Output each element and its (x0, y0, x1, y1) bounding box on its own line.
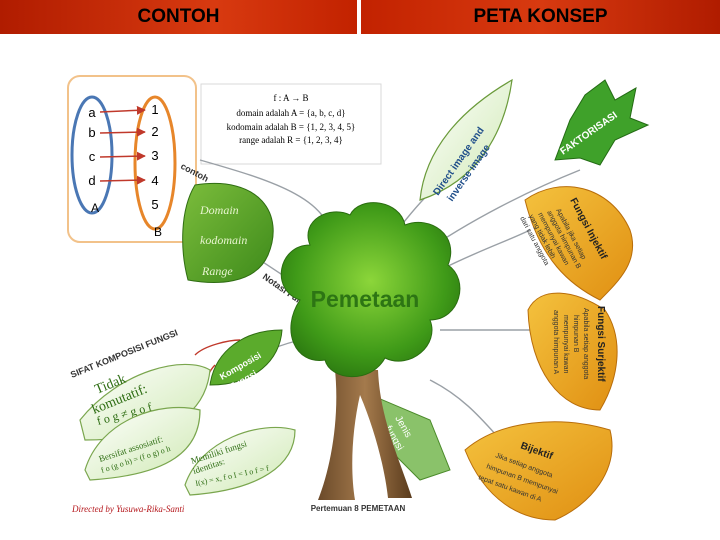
domain-set-oval (70, 95, 114, 215)
header-right-title: PETA KONSEP (361, 0, 720, 34)
domain-item: d (88, 173, 95, 188)
leaf-notasi-text: kodomain (200, 233, 247, 247)
codomain-item: 5 (151, 197, 158, 212)
header-separator (357, 0, 361, 34)
leaf-notasi-text: Range (201, 264, 233, 278)
surjektif-text: Apabila setiap anggota (582, 308, 589, 379)
definition-line: domain adalah A = {a, b, c, d} (236, 108, 345, 118)
codomain-item: 4 (151, 173, 158, 188)
definition-box: f : A → B domain adalah A = {a, b, c, d}… (200, 83, 382, 165)
surjektif-text: mempunyai kawan (562, 315, 569, 373)
tree-trunk (318, 370, 412, 500)
leaf-sifat-identitas: Memiliki fungsi identitas: I(x) = x, f o… (184, 426, 296, 496)
header-left-title: CONTOH (0, 0, 357, 34)
tree-illustration: Pemetaan (280, 202, 461, 500)
codomain-item: 3 (151, 148, 158, 163)
arrow-diagram: a b c d A 1 2 3 4 5 B (67, 75, 197, 243)
definition-line: f : A → B (273, 93, 308, 103)
surjektif-title: Fungsi Surjektif (595, 306, 606, 382)
domain-item: a (88, 105, 96, 120)
leaf-sifat-assosiatif: Bersifat assosiatif: f o (g o h) = (f o … (84, 406, 201, 481)
footer-credit: Directed by Yusuwa-Rika-Santi (71, 504, 185, 514)
center-label: Pemetaan (311, 286, 420, 312)
codomain-label: B (154, 225, 162, 239)
footer-title: Pertemuan 8 PEMETAAN (311, 504, 406, 513)
surjektif-text: anggota himpunan A (552, 310, 559, 375)
codomain-item: 2 (151, 124, 158, 139)
leaf-notasi-text: Domain (199, 203, 239, 217)
tree-crown (280, 202, 461, 378)
definition-line: range adalah R = {1, 2, 3, 4} (239, 135, 343, 145)
leaf-faktorisasi: FAKTORISASI (554, 79, 650, 166)
leaf-surjektif: Fungsi Surjektif Apabila setiap anggota … (527, 292, 618, 411)
surjektif-text: himpunan B (572, 315, 579, 353)
mapping-arrows (99, 105, 146, 185)
concept-map: a b c d A 1 2 3 4 5 B f : A → B domain a… (67, 75, 650, 521)
domain-label: A (91, 201, 99, 215)
leaf-notasi: Domain kodomain Range (182, 183, 274, 283)
leaf-direct-image: Direct image and inverse image (419, 78, 513, 204)
leaf-bijektif: Bijektif Jika setiap anggota himpunan B … (464, 421, 613, 521)
leaf-injektif: Fungsi Injektif Apabila jika setiap angg… (518, 186, 634, 301)
codomain-set-oval (133, 95, 177, 231)
leaf-komposisi: Komposisi Fungsi (209, 329, 283, 392)
domain-item: c (89, 149, 96, 164)
domain-item: b (88, 125, 95, 140)
codomain-item: 1 (151, 102, 158, 117)
definition-line: kodomain adalah B = {1, 2, 3, 4, 5} (227, 122, 356, 132)
